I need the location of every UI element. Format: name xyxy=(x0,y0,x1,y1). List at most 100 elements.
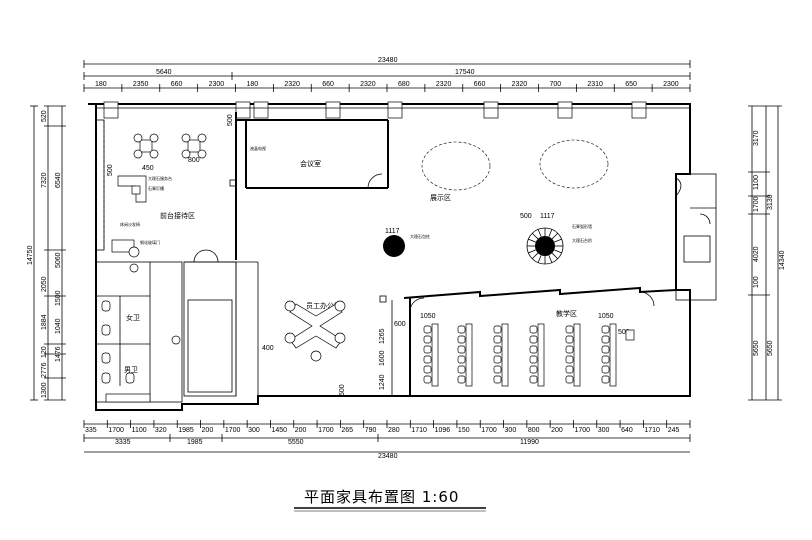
lounge-chair xyxy=(149,133,159,143)
office-chair xyxy=(334,332,346,344)
top-row-dim: 2320 xyxy=(284,81,300,88)
toilet-fixture xyxy=(101,324,111,336)
room-label-exhibition: 展示区 xyxy=(430,194,451,202)
bottom-row-dim: 300 xyxy=(598,427,610,434)
room-label-male-wc: 男卫 xyxy=(124,366,138,374)
office-dim-400: 400 xyxy=(262,345,274,352)
room-label-meeting: 会议室 xyxy=(300,159,321,168)
bottom-row-dim: 1985 xyxy=(178,427,194,434)
left-dim-5060: 5060 xyxy=(55,252,62,268)
right-dim-4020: 4020 xyxy=(753,246,760,262)
bottom-row-dim: 265 xyxy=(341,427,353,434)
top-left-dim: 5640 xyxy=(156,69,172,76)
left-dim-1884: 1884 xyxy=(41,314,48,330)
top-row-dim: 180 xyxy=(95,81,107,88)
room-label-teaching: 教学区 xyxy=(556,309,577,318)
top-total-dim: 23480 xyxy=(378,57,398,64)
student-chair xyxy=(529,355,538,364)
bottom-row-dim: 300 xyxy=(248,427,260,434)
student-chair xyxy=(493,325,502,334)
student-chair xyxy=(423,335,432,344)
meeting-room: 会议室 液晶电视 xyxy=(229,145,321,187)
right-dim-3170: 3170 xyxy=(753,130,760,146)
bottom-row-dim: 1700 xyxy=(318,427,334,434)
toilet-fixture xyxy=(101,300,111,312)
note-tv: 液晶电视 xyxy=(250,145,266,151)
right-dim-1100: 1100 xyxy=(753,175,760,190)
lounge-chair xyxy=(133,149,143,159)
bottom-row-dim: 1450 xyxy=(271,427,287,434)
top-row-dim: 2320 xyxy=(436,81,452,88)
display-circle-right xyxy=(539,139,609,189)
student-chair xyxy=(565,355,574,364)
left-dim-1300: 1300 xyxy=(41,382,48,398)
top-row-dim: 660 xyxy=(171,81,183,88)
bottom-row-dim: 335 xyxy=(85,427,97,434)
bottom-dim-5550: 5550 xyxy=(288,439,304,446)
student-chair xyxy=(565,365,574,374)
top-row-dim: 2350 xyxy=(133,81,149,88)
coffee-table xyxy=(187,139,201,153)
row-dim-500: 500 xyxy=(618,329,630,336)
window-pier xyxy=(103,101,119,119)
top-row-dim: 650 xyxy=(625,81,637,88)
bottom-row-dim: 200 xyxy=(295,427,307,434)
office-chair xyxy=(310,350,322,362)
reception-dim-800: 800 xyxy=(188,157,200,164)
office-workstation xyxy=(289,303,343,349)
lounge-chair xyxy=(133,133,143,143)
student-chair xyxy=(565,375,574,384)
note-glass: 钢化玻璃门 xyxy=(140,239,160,245)
left-total-dim: 14750 xyxy=(27,245,34,265)
window-pier xyxy=(387,101,403,119)
reception-area: 800 450 大理石服务台 石膏灯槽 前台接待区 休闲沙发椅 钢化玻璃门 50… xyxy=(107,114,234,258)
student-chair xyxy=(493,355,502,364)
dim-500-a: 500 xyxy=(107,164,114,176)
student-chair xyxy=(601,355,610,364)
toilet-fixture xyxy=(101,352,111,364)
window-pier xyxy=(631,101,647,119)
col-dim-1117-b: 1117 xyxy=(540,213,555,220)
top-row-dim: 2300 xyxy=(209,81,225,88)
right-dim-5650: 5650 xyxy=(753,340,760,356)
bottom-row-dim: 1700 xyxy=(481,427,497,434)
office-chair xyxy=(334,300,346,312)
left-dim-2050: 2050 xyxy=(41,276,48,292)
reception-desk xyxy=(117,175,147,203)
office-chair xyxy=(284,300,296,312)
bottom-row-dim: 800 xyxy=(528,427,540,434)
spiral-stair-core xyxy=(535,236,555,256)
left-dim-520: 520 xyxy=(41,110,48,122)
exterior-walls xyxy=(88,101,717,411)
room-label-office: 员工办公区 xyxy=(306,301,341,310)
student-chair xyxy=(601,335,610,344)
drawing-title-group: 平面家具布置图 1:60 xyxy=(294,488,486,512)
top-row-dim: 680 xyxy=(398,81,410,88)
student-chair xyxy=(423,325,432,334)
bottom-total-dim: 23480 xyxy=(378,453,398,460)
col-dim-500: 500 xyxy=(520,213,532,220)
lounge-chair xyxy=(181,133,191,143)
student-chair xyxy=(601,375,610,384)
right-dim-1700: 1700 xyxy=(753,196,760,212)
mirror-dim-1240: 1240 xyxy=(379,374,386,390)
student-chair xyxy=(565,335,574,344)
left-dim-2776: 2776 xyxy=(41,362,48,378)
student-chair xyxy=(529,365,538,374)
student-chair xyxy=(493,365,502,374)
right-dim-100: 100 xyxy=(753,276,760,288)
right-total-dim: 14340 xyxy=(779,250,786,270)
bottom-row-dim: 245 xyxy=(668,427,680,434)
bottom-row-dim: 1710 xyxy=(411,427,427,434)
lounge-chair xyxy=(197,133,207,143)
note-col1: 大理石包柱 xyxy=(410,233,430,239)
left-dim-120: 120 xyxy=(41,346,48,358)
desk-bench xyxy=(465,323,473,387)
bottom-row-dim: 150 xyxy=(458,427,470,434)
top-row-dim: 2320 xyxy=(360,81,376,88)
note-stair: 大理石台阶 xyxy=(572,237,592,243)
student-chair xyxy=(493,335,502,344)
bottom-row-dim: 320 xyxy=(155,427,167,434)
window-pier xyxy=(325,101,341,119)
